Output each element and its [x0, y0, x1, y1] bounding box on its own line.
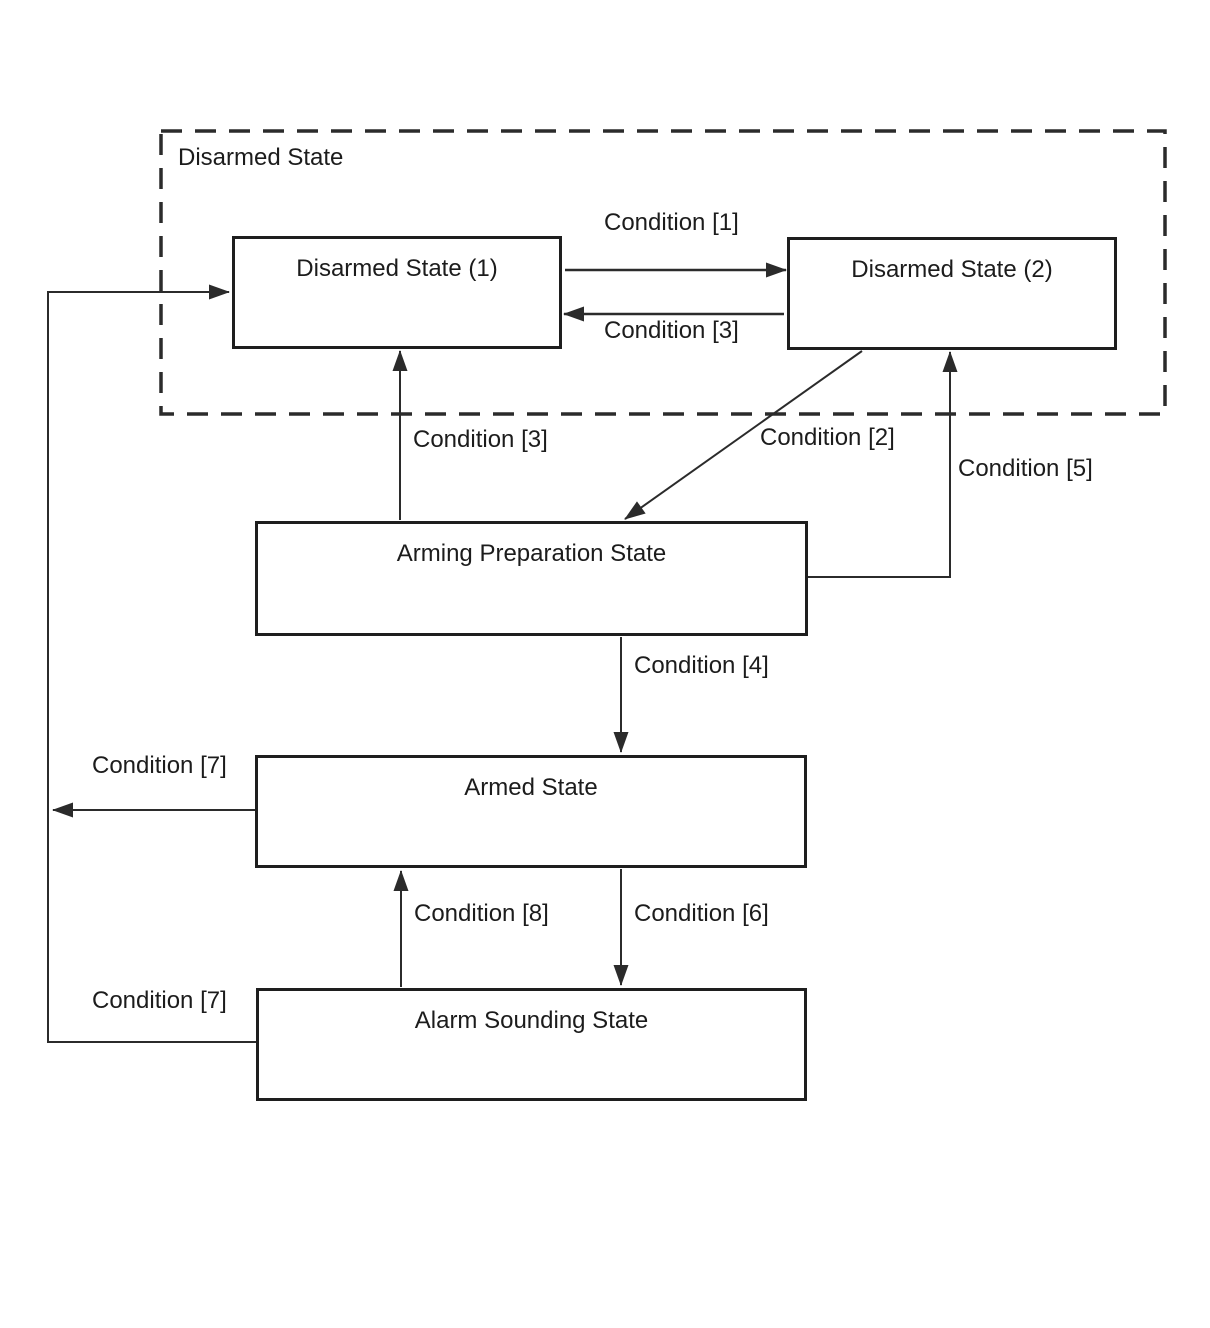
node-label: Armed State [464, 774, 598, 801]
edge-condition-5 [805, 351, 958, 578]
disarmed-group-border [159, 129, 1167, 416]
node-label: Disarmed State (1) [296, 255, 498, 282]
disarmed-group-label: Disarmed State [178, 144, 344, 171]
edge-condition-7-return [47, 284, 256, 1043]
node-label: Alarm Sounding State [414, 1007, 649, 1034]
edge-label-condition-6: Condition [6] [634, 900, 769, 927]
node-armed-state: Armed State [255, 755, 807, 868]
edge-label-condition-5: Condition [5] [958, 455, 1093, 482]
edge-label-condition-7-armed: Condition [7] [92, 752, 227, 779]
edge-label-condition-8: Condition [8] [414, 900, 549, 927]
edge-label-condition-1: Condition [1] [604, 209, 739, 236]
edge-label-condition-4: Condition [4] [634, 652, 769, 679]
edge-label-condition-7-return: Condition [7] [92, 987, 227, 1014]
edge-condition-2 [624, 350, 863, 520]
edge-label-condition-2: Condition [2] [760, 424, 895, 451]
node-disarmed-state-1: Disarmed State (1) [232, 236, 562, 349]
node-arming-preparation-state: Arming Preparation State [255, 521, 808, 636]
node-label: Disarmed State (2) [851, 256, 1053, 283]
node-alarm-sounding-state: Alarm Sounding State [256, 988, 807, 1101]
edge-label-condition-3-top: Condition [3] [604, 317, 739, 344]
node-label: Arming Preparation State [396, 540, 667, 567]
edge-label-condition-3-vertical: Condition [3] [413, 426, 548, 453]
node-disarmed-state-2: Disarmed State (2) [787, 237, 1117, 350]
